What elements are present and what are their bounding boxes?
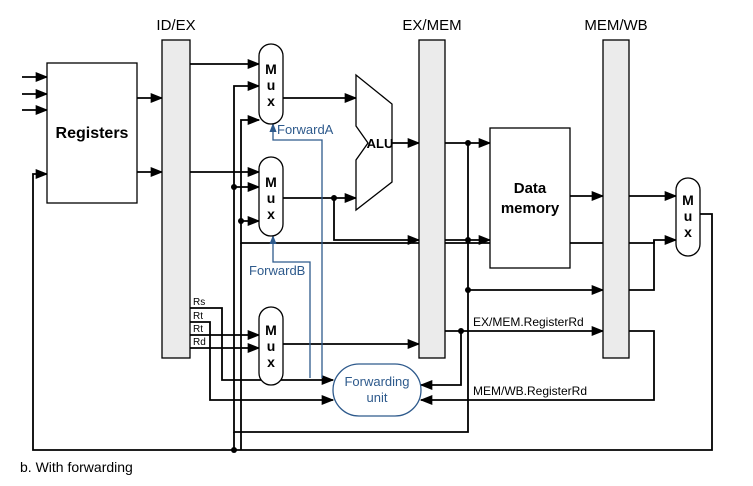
register-destination-mux: [258, 306, 284, 386]
mem-wb-pipeline-register: [602, 39, 630, 359]
rd-field-label: Rd: [193, 337, 206, 348]
ex-mem-label: EX/MEM: [402, 17, 461, 34]
svg-text:M: M: [265, 322, 277, 338]
mem-wb-label: MEM/WB: [584, 17, 647, 34]
ex-mem-pipeline-register: [418, 39, 446, 359]
forward-a-mux: [258, 43, 284, 125]
svg-text:u: u: [267, 77, 276, 93]
forwarding-unit-label-line2: unit: [367, 390, 388, 405]
alu: [355, 73, 393, 212]
forwarding-control-wires: [269, 123, 323, 378]
svg-text:x: x: [267, 206, 275, 222]
rt-field-label-1: Rt: [193, 311, 203, 322]
ex-mem-register-rd-label: EX/MEM.RegisterRd: [473, 315, 584, 329]
svg-text:u: u: [267, 190, 276, 206]
rt-field-label-2: Rt: [193, 324, 203, 335]
datapath-wires: [22, 58, 713, 453]
register-file-label: Registers: [56, 125, 129, 142]
forward-a-label: ForwardA: [277, 122, 334, 137]
forward-b-label: ForwardB: [249, 263, 305, 278]
figure-caption: b. With forwarding: [20, 459, 133, 475]
svg-text:x: x: [684, 224, 692, 240]
alu-label: ALU: [367, 136, 394, 151]
forwarding-unit-label-line1: Forwarding: [344, 374, 409, 389]
forwarding-unit: [332, 363, 422, 417]
data-memory: [489, 127, 571, 269]
svg-text:u: u: [684, 208, 693, 224]
register-file: [46, 62, 138, 204]
data-memory-label-line2: memory: [501, 200, 560, 217]
write-back-mux: [675, 177, 701, 257]
svg-text:M: M: [265, 61, 277, 77]
svg-text:x: x: [267, 93, 275, 109]
rs-field-label: Rs: [193, 297, 205, 308]
id-ex-label: ID/EX: [156, 17, 195, 34]
id-ex-pipeline-register: [161, 39, 191, 359]
svg-text:M: M: [682, 192, 694, 208]
svg-text:u: u: [267, 338, 276, 354]
mem-wb-register-rd-label: MEM/WB.RegisterRd: [473, 384, 587, 398]
forward-b-mux: [258, 156, 284, 237]
svg-text:x: x: [267, 354, 275, 370]
data-memory-label-line1: Data: [514, 180, 547, 197]
svg-text:M: M: [265, 174, 277, 190]
